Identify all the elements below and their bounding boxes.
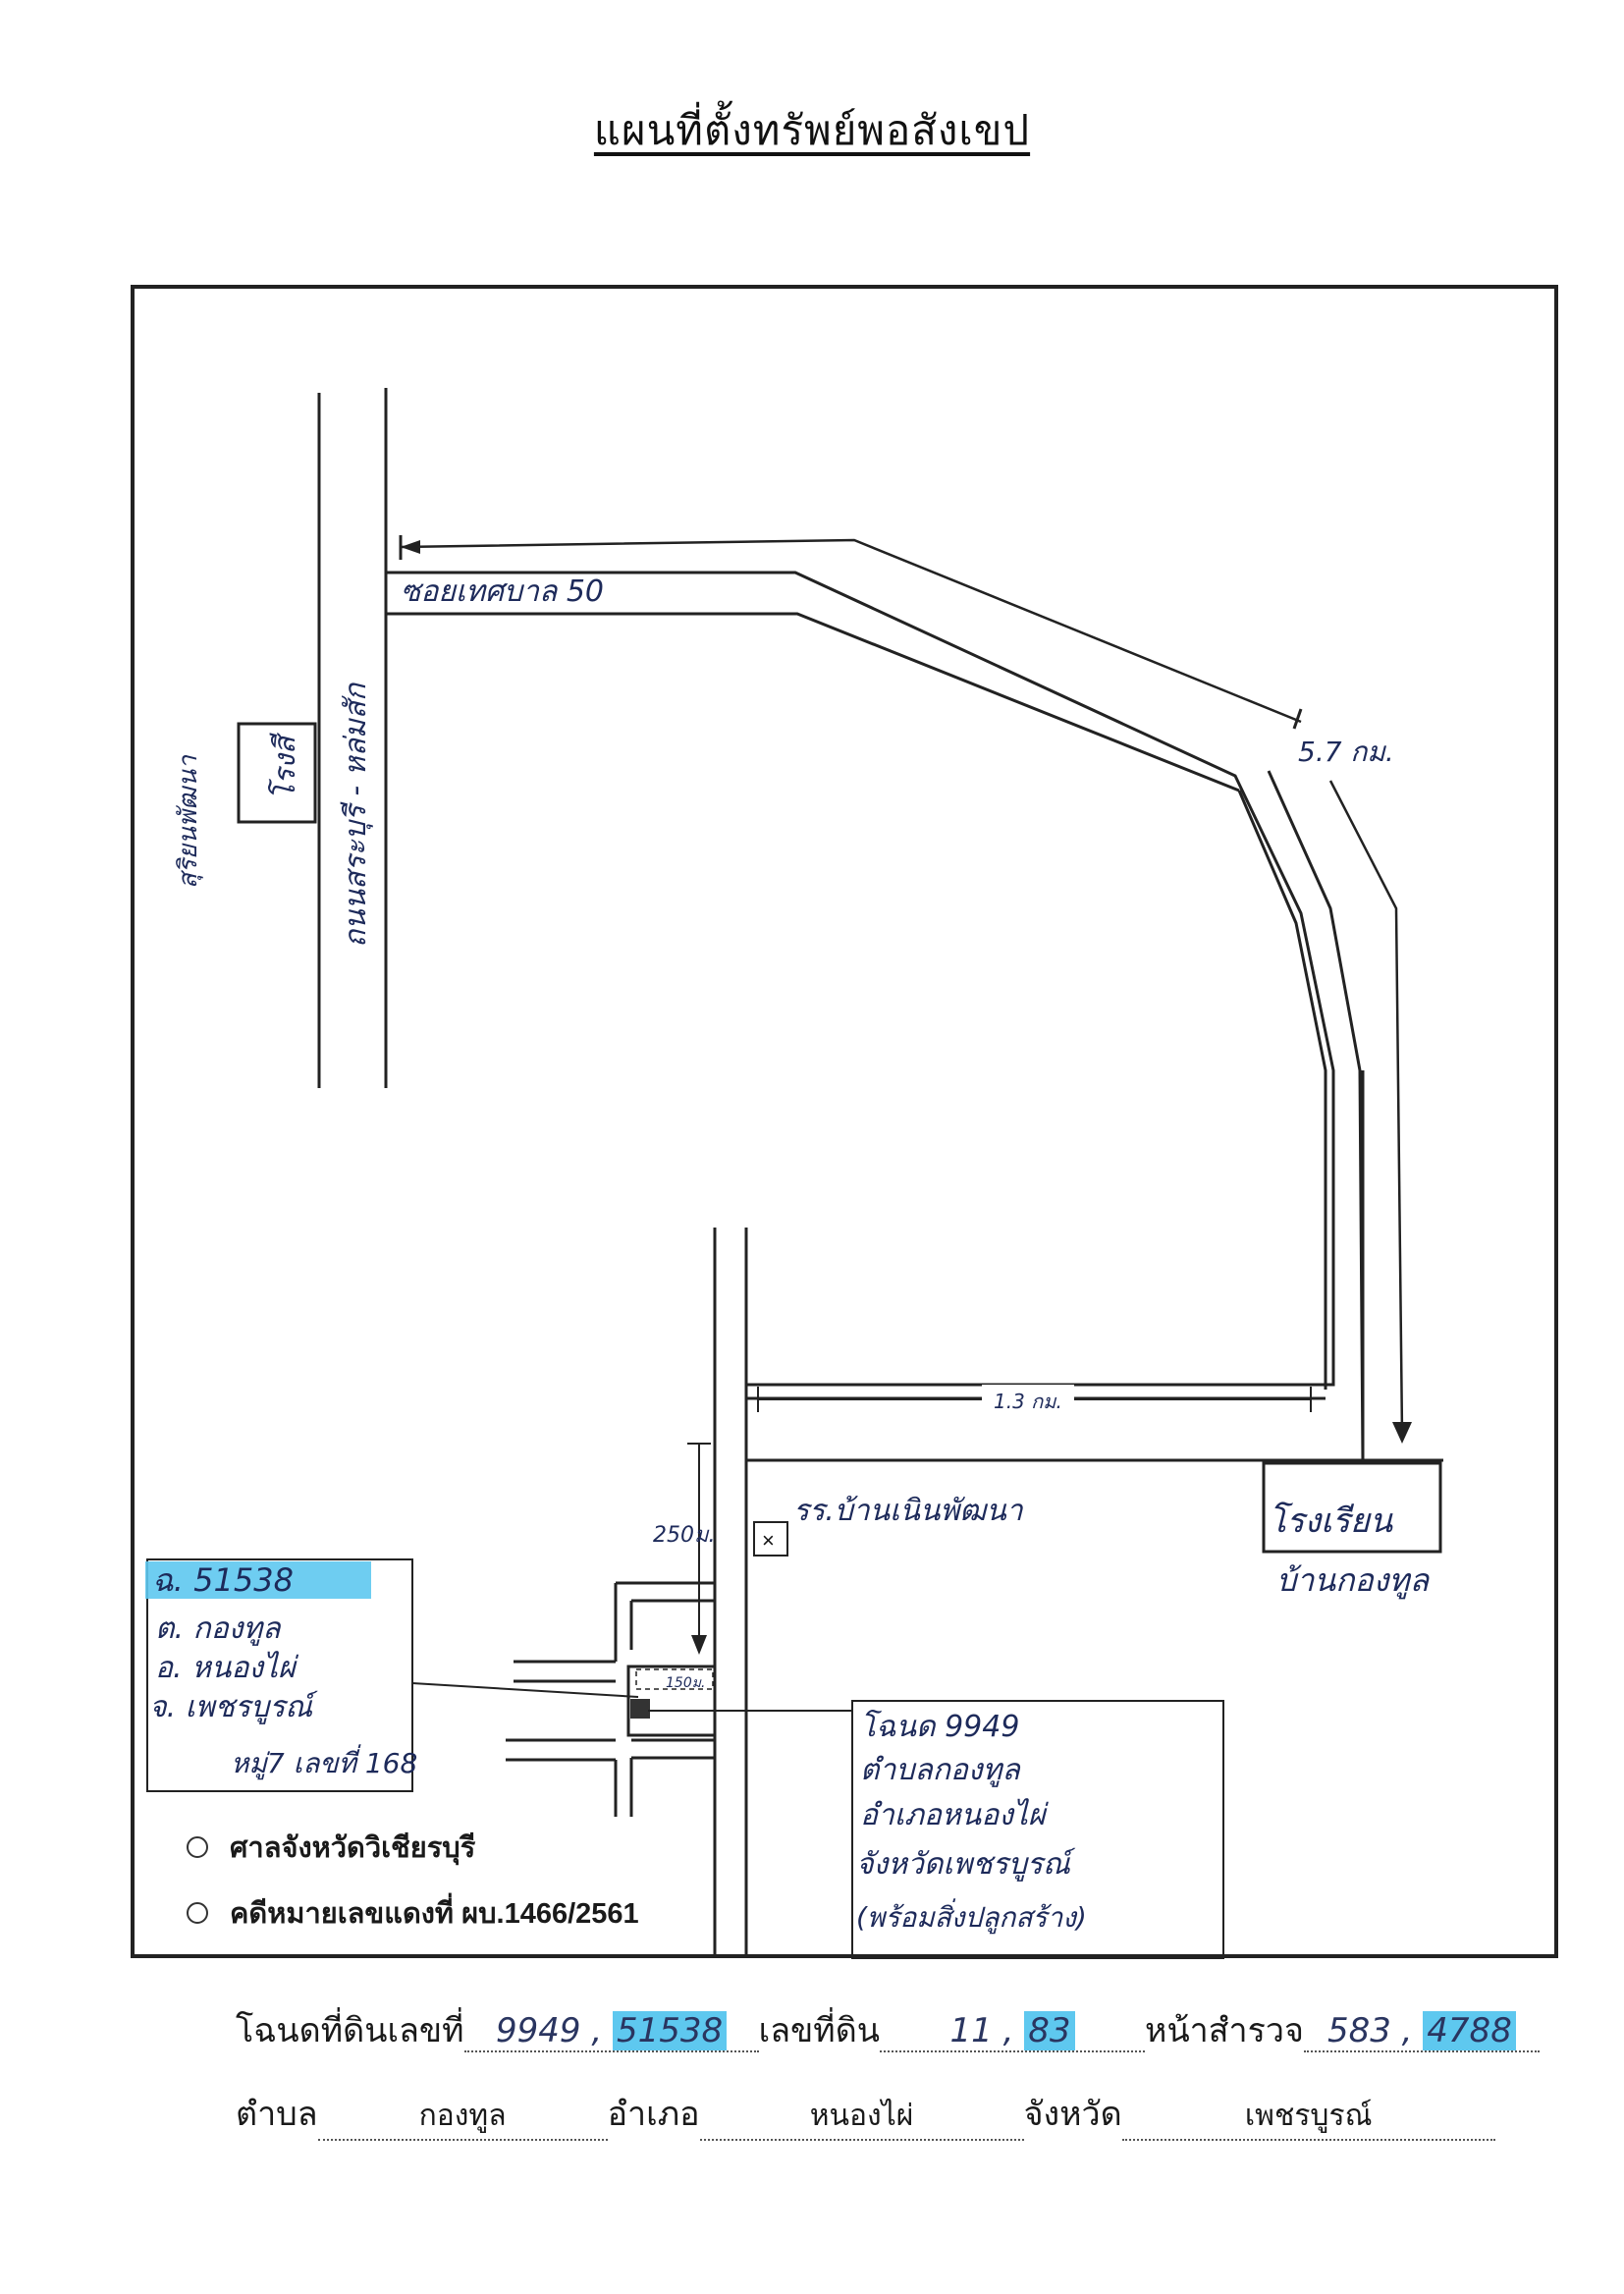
near-school-x: × — [762, 1528, 775, 1553]
map-frame — [131, 285, 1558, 1958]
province-label: จังหวัด — [1023, 2096, 1122, 2133]
distance-vertical-label: 250ม. — [653, 1523, 716, 1548]
property-marker — [630, 1699, 650, 1719]
deed-right-line-1: โฉนด 9949 — [860, 1709, 1019, 1744]
near-school-label: รร.บ้านเนินพัฒนา — [793, 1494, 1024, 1528]
main-road-label: ถนนสระบุรี - หล่มสัก — [339, 682, 373, 948]
deed-left-title: ฉ. 51538 — [152, 1561, 294, 1599]
tambon-label: ตำบล — [236, 2096, 318, 2133]
footer-location-row: ตำบลกองทูลอำเภอหนองไผ่จังหวัดเพชรบูรณ์ — [236, 2087, 1495, 2141]
survey-label: หน้าสำรวจ — [1145, 2012, 1304, 2049]
deed-right-line-4: จังหวัดเพชรบูรณ์ — [856, 1847, 1076, 1882]
soi-road-top-edge — [386, 571, 1335, 1387]
land-number-1: 11 , — [949, 2011, 1014, 2050]
leader-left — [411, 1682, 639, 1698]
distance-curve-label: 5.7 กม. — [1298, 736, 1394, 768]
deed-highlight — [145, 1561, 371, 1599]
deed-box-left — [146, 1558, 413, 1792]
deed-left-line-3: จ. เพชรบูรณ์ — [149, 1690, 318, 1724]
amphoe-field: หนองไผ่ — [699, 2093, 1024, 2141]
case-row: คดีหมายเลขแดงที่ ผบ.1466/2561 — [187, 1890, 639, 1936]
route-arrow-line — [400, 538, 1302, 724]
deed-right-line-2: ตำบลกองทูล — [860, 1753, 1021, 1787]
page-title: แผนที่ตั้งทรัพย์พอสังเขป — [593, 106, 1031, 154]
distance-horizontal-label: 1.3 กม. — [994, 1390, 1062, 1413]
deed-right-line-5: (พร้อมสิ่งปลูกสร้าง) — [856, 1898, 1087, 1935]
case-text: คดีหมายเลขแดงที่ ผบ.1466/2561 — [230, 1898, 639, 1930]
province-field: เพชรบูรณ์ — [1121, 2093, 1495, 2141]
bullet-icon — [187, 1902, 208, 1924]
land-number-label: เลขที่ดิน — [758, 2012, 881, 2049]
tambon-field: กองทูล — [317, 2093, 608, 2141]
amphoe-label: อำเภอ — [607, 2096, 700, 2133]
deed-box-right — [851, 1700, 1224, 1959]
route-arrow-down — [1328, 780, 1404, 1435]
gas-station-box — [237, 722, 317, 824]
school-box — [1262, 1461, 1442, 1554]
gas-station-label: สุริยนพัฒนา — [174, 754, 203, 889]
deed-number-label: โฉนดที่ดินเลขที่ — [236, 2012, 464, 2049]
school-text: โรงเรียน — [1269, 1502, 1393, 1541]
distance-small-label: 150ม. — [666, 1675, 705, 1691]
court-text: ศาลจังหวัดวิเชียรบุรี — [230, 1832, 476, 1864]
deed-right-line-3: อำเภอหนองไผ่ — [860, 1798, 1050, 1832]
gas-station-text: โรงสี — [267, 732, 302, 800]
survey-number-2: 4788 — [1423, 2011, 1516, 2050]
soi-label: ซอยเทศบาล 50 — [401, 574, 604, 609]
land-number-field: 11 , 83 — [880, 2011, 1146, 2052]
court-row: ศาลจังหวัดวิเชียรบุรี — [187, 1825, 475, 1870]
soi-road-bottom-edge — [386, 612, 1240, 792]
survey-field: 583 , 4788 — [1303, 2011, 1540, 2052]
near-school-marker — [753, 1521, 788, 1557]
deed-left-line-4: หมู่7 เลขที่ 168 — [231, 1744, 417, 1780]
deed-left-line-2: อ. หนองไผ่ — [155, 1651, 299, 1685]
deed-number-1: 9949 , — [496, 2011, 603, 2050]
deed-number-field: 9949 , 51538 — [463, 2011, 759, 2052]
deed-left-line-1: ต. กองทูล — [155, 1611, 282, 1646]
land-number-2: 83 — [1024, 2011, 1075, 2050]
deed-number-2: 51538 — [612, 2011, 728, 2050]
school-label: บ้านกองทูล — [1276, 1561, 1430, 1600]
bullet-icon — [187, 1836, 208, 1858]
property-plot — [626, 1665, 717, 1737]
survey-number-1: 583 , — [1326, 2011, 1413, 2050]
